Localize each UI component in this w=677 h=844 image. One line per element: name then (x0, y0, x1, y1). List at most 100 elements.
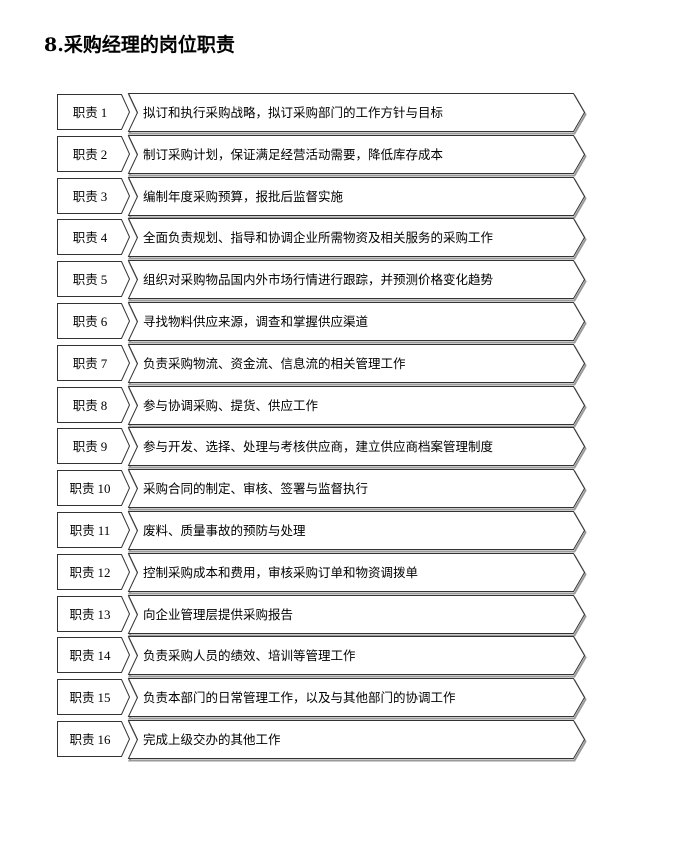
duty-label-text: 职责 (69, 732, 95, 747)
duty-number: 11 (97, 523, 111, 538)
duty-shapes (57, 427, 587, 469)
duty-shapes (57, 469, 587, 511)
duty-label-shape (57, 553, 131, 590)
duty-shapes (57, 385, 587, 428)
duty-shapes (57, 93, 587, 135)
duty-text: 控制采购成本和费用，审核采购订单和物资调拨单 (143, 564, 419, 580)
duty-text: 负责本部门的日常管理工作，以及与其他部门的协调工作 (143, 690, 456, 706)
duty-chevron-shape (127, 176, 586, 216)
page-title: 8.采购经理的岗位职责 (44, 34, 235, 56)
duty-text: 拟订和执行采购战略，拟订采购部门的工作方针与目标 (143, 105, 444, 120)
duty-label-shape (57, 637, 131, 674)
duty-number: 8 (100, 397, 108, 413)
duty-label-shape (57, 428, 131, 465)
duty-shapes (57, 176, 587, 219)
duty-number: 10 (97, 481, 111, 497)
duty-shapes (57, 678, 587, 720)
duty-chevron-shape (127, 260, 586, 300)
duty-shapes (57, 218, 587, 260)
duty-number: 7 (100, 355, 108, 371)
duty-label-text: 职责 (69, 523, 95, 538)
duty-number: 9 (100, 439, 108, 455)
duty-number: 15 (97, 690, 111, 706)
duty-label-shape (57, 470, 131, 507)
duty-number: 16 (97, 732, 111, 747)
duty-label-shape (57, 386, 131, 423)
duty-chevron-shape (127, 385, 586, 425)
duty-label-shape (57, 679, 131, 716)
duty-shapes (57, 134, 587, 177)
duty-label-text: 职责 (72, 146, 98, 162)
duty-number: 6 (100, 314, 108, 329)
duty-number: 5 (100, 272, 108, 288)
duty-text: 寻找物料供应来源，调查和掌握供应渠道 (143, 314, 369, 329)
duty-label-shape (57, 177, 131, 214)
duty-chevron-shape (127, 720, 586, 759)
duty-number: 14 (97, 648, 111, 664)
duty-label-shape (57, 595, 131, 632)
duty-shapes (57, 552, 587, 595)
duty-chevron-shape (127, 594, 586, 634)
duty-text: 参与开发、选择、处理与考核供应商，建立供应商档案管理制度 (143, 439, 494, 455)
duty-text: 负责采购人员的绩效、培训等管理工作 (143, 648, 356, 664)
duty-text: 参与协调采购、提货、供应工作 (143, 397, 319, 413)
duty-label-shape (57, 135, 131, 172)
duty-text: 完成上级交办的其他工作 (143, 732, 281, 747)
duty-shapes (57, 594, 587, 637)
duty-chevron-shape (127, 427, 586, 467)
duty-label-shape (57, 94, 131, 130)
duty-shapes (57, 720, 587, 762)
duty-label-text: 职责 (69, 481, 95, 497)
duty-label-text: 职责 (72, 355, 98, 371)
duty-text: 废料、质量事故的预防与处理 (143, 523, 306, 538)
duty-label-text: 职责 (72, 272, 98, 288)
duty-text: 向企业管理层提供采购报告 (143, 606, 294, 622)
duty-text: 编制年度采购预算，报批后监督实施 (143, 188, 344, 204)
duty-label-text: 职责 (72, 439, 98, 455)
duty-label-text: 职责 (72, 188, 98, 204)
duty-label-shape (57, 344, 131, 381)
duty-shapes (57, 511, 587, 553)
duty-label-text: 职责 (72, 397, 98, 413)
duty-number: 3 (100, 188, 108, 204)
duty-chevron-shape (127, 343, 586, 383)
duty-shapes (57, 636, 587, 678)
duty-text: 采购合同的制定、审核、签署与监督执行 (143, 481, 369, 497)
duty-label-shape (57, 512, 131, 548)
duty-label-text: 职责 (72, 105, 98, 120)
duty-number: 1 (100, 105, 108, 120)
duty-label-text: 职责 (69, 606, 95, 622)
duty-chevron-shape (127, 93, 586, 132)
duty-number: 2 (100, 146, 108, 162)
duty-label-shape (57, 261, 131, 298)
duty-label-text: 职责 (69, 690, 95, 706)
duty-label-text: 职责 (69, 648, 95, 664)
duty-text: 组织对采购物品国内外市场行情进行跟踪，并预测价格变化趋势 (143, 272, 494, 288)
duty-label-shape (57, 721, 131, 757)
duty-label-text: 职责 (72, 314, 98, 329)
duty-shapes (57, 343, 587, 386)
